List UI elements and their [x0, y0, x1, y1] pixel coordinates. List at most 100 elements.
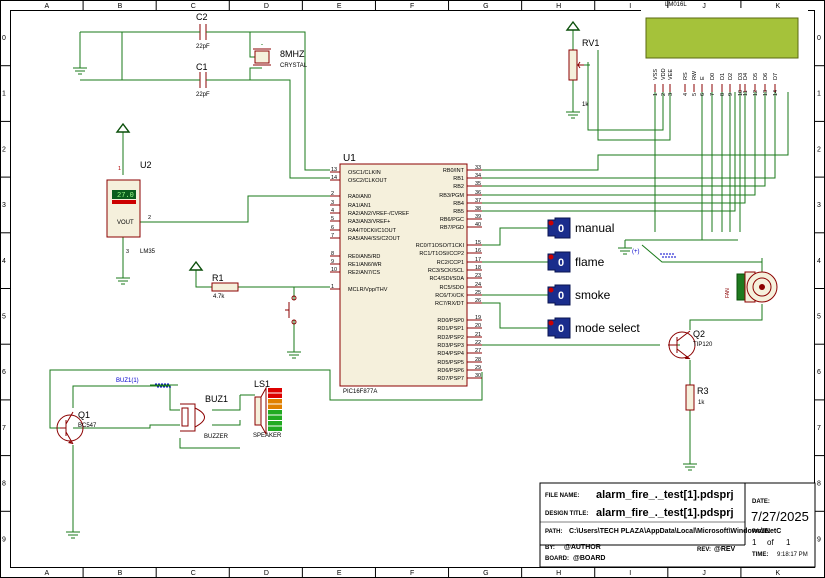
mcu-pin-37-number: 37 [475, 198, 481, 204]
ruler-col-top-B: B [118, 3, 123, 10]
ruler-row-right-8: 8 [817, 481, 821, 488]
lcd-ref: LM016L [665, 2, 687, 8]
transistor-q1[interactable]: Q1 BC547 [56, 410, 97, 445]
reset-button[interactable] [285, 295, 297, 325]
c1-ref: C1 [196, 62, 208, 72]
u2-model: LM35 [140, 249, 156, 255]
ruler-row-left-1: 1 [2, 91, 6, 98]
sensor-u2[interactable]: 27.0 U2 VOUT 1 2 3 LM35 [106, 160, 156, 255]
mcu-pin-9-name: RE1/AN6/WR [348, 262, 382, 268]
mcu-pin-28-name: RD5/PSP5 [437, 360, 464, 366]
lcd-pin-D5-number: 12 [753, 90, 759, 96]
mcu-pin-18-number: 18 [475, 265, 481, 271]
mcu-pin-3-number: 3 [331, 200, 334, 206]
rv1-value: 1k [582, 102, 589, 108]
buzzer-buz1[interactable]: BUZ1 BUZZER [180, 394, 229, 440]
buz1-ref: BUZ1 [205, 394, 228, 404]
mcu-pin-30-number: 30 [475, 373, 481, 379]
mcu-pin-27-name: RD4/PSP4 [437, 351, 464, 357]
tb-of: of [767, 538, 774, 547]
ruler-row-left-8: 8 [2, 481, 6, 488]
tb-rev: @REV [714, 546, 736, 553]
lcd-pin-D3-number: 10 [738, 90, 744, 96]
ruler-row-left-9: 9 [2, 536, 6, 543]
mcu-pin-40-name: RB7/PGD [440, 225, 464, 231]
lcd-pin-D7-number: 14 [773, 90, 779, 96]
mcu-pin-22-name: RD3/PSP3 [437, 343, 464, 349]
tb-pages: 1 [786, 538, 791, 547]
mcu-right-pins: 33RB0/INT34RB135RB236RB3/PGM37RB438RB539… [416, 165, 482, 382]
mcu-pin-38-name: RB5 [453, 209, 464, 215]
lcd-pin-VDD-name: VDD [661, 68, 667, 80]
mcu-pin-8-name: RE0/AN5/RD [348, 254, 380, 260]
mcu-pin-14-name: OSC2/CLKOUT [348, 178, 387, 184]
lcd-pin-D3-name: D3 [738, 73, 744, 80]
u2-pin2: 2 [148, 215, 151, 221]
motor-probe: (+) [632, 249, 677, 258]
wires [49, 30, 789, 532]
mcu-pin-13-name: OSC1/CLKIN [348, 170, 381, 176]
potentiometer-rv1[interactable]: RV1 1k [568, 38, 599, 108]
mcu-pin-28-number: 28 [475, 357, 481, 363]
mcu-pin-6-name: RA4/T0CKI/C1OUT [348, 228, 397, 234]
tb-path: C:\Users\TECH PLAZA\AppData\Local\Micros… [569, 528, 781, 535]
ruler-col-top-H: H [556, 3, 561, 10]
mcu-pin-38-number: 38 [475, 206, 481, 212]
q1-ref: Q1 [78, 410, 90, 420]
mcu-pin-16-name: RC1/T1OSI/CCP2 [419, 251, 464, 257]
mcu-pin-33-name: RB0/INT [443, 168, 465, 174]
lcd-pin-D2-name: D2 [728, 73, 734, 80]
q1-model: BC547 [78, 423, 97, 429]
mcu-pin-23-name: RC4/SDI/SDA [429, 276, 464, 282]
resistor-r1[interactable]: R1 4.7k [211, 273, 239, 300]
u2-pin1: 1 [118, 166, 121, 172]
ruler-row-right-4: 4 [817, 258, 821, 265]
tb-by-label: BY: [545, 545, 555, 551]
mcu-pin-10-number: 10 [331, 267, 337, 273]
u2-ref: U2 [140, 160, 152, 170]
mcu-pin-36-name: RB3/PGM [439, 193, 464, 199]
speaker-ls1[interactable]: LS1 SPEAKER [253, 379, 282, 439]
lcd-pin-RS-number: 4 [683, 93, 689, 96]
tb-file-name: alarm_fire_._test[1].pdsprj [596, 489, 734, 501]
mcu-pin-19-name: RD0/PSP0 [437, 318, 464, 324]
mcu-pin-35-name: RB2 [453, 184, 464, 190]
transistor-q2[interactable]: Q2 TIP120 [668, 329, 713, 360]
switch-label: manual [575, 221, 614, 235]
u2-display: 27.0 [117, 192, 134, 200]
lcd-pins: VSS1VDD2VEE3RS4RW5E6D07D18D29D310D411D51… [653, 68, 779, 96]
mcu-pin-25-number: 25 [475, 290, 481, 296]
lcd-pin-D6-name: D6 [763, 73, 769, 80]
resistor-r3[interactable]: R3 1k [685, 384, 709, 411]
lcd-pin-VEE-name: VEE [668, 69, 674, 80]
lcd-pin-RW-name: RW [692, 70, 698, 80]
mcu-pin-33-number: 33 [475, 165, 481, 171]
capacitor-c2[interactable]: C2 22pF [193, 12, 215, 50]
ruler-col-bottom-E: E [337, 570, 342, 577]
mcu-pin-40-number: 40 [475, 222, 481, 228]
capacitor-c1[interactable]: C1 22pF [193, 62, 215, 98]
c1-value: 22pF [196, 92, 210, 98]
q2-ref: Q2 [693, 329, 705, 339]
r1-value: 4.7k [213, 294, 225, 300]
r3-value: 1k [698, 400, 705, 406]
mcu-pin-14-number: 14 [331, 175, 337, 181]
fan-motor[interactable]: FAN [725, 271, 778, 303]
mcu-pin-21-name: RD2/PSP2 [437, 335, 464, 341]
lcd-display[interactable]: LM016L VSS1VDD2VEE3RS4RW5E6D07D18D29D310… [641, 2, 808, 96]
ruler-col-top-F: F [410, 3, 414, 10]
tb-by: @AUTHOR [564, 544, 601, 551]
ruler-row-right-0: 0 [817, 35, 821, 42]
ruler-col-bottom-I: I [629, 570, 631, 577]
ruler-col-top-E: E [337, 3, 342, 10]
mcu-pin-26-number: 26 [475, 298, 481, 304]
crystal-x1[interactable]: 8MHZ CRYSTAL [253, 48, 308, 69]
mcu-pin-2-number: 2 [331, 191, 334, 197]
